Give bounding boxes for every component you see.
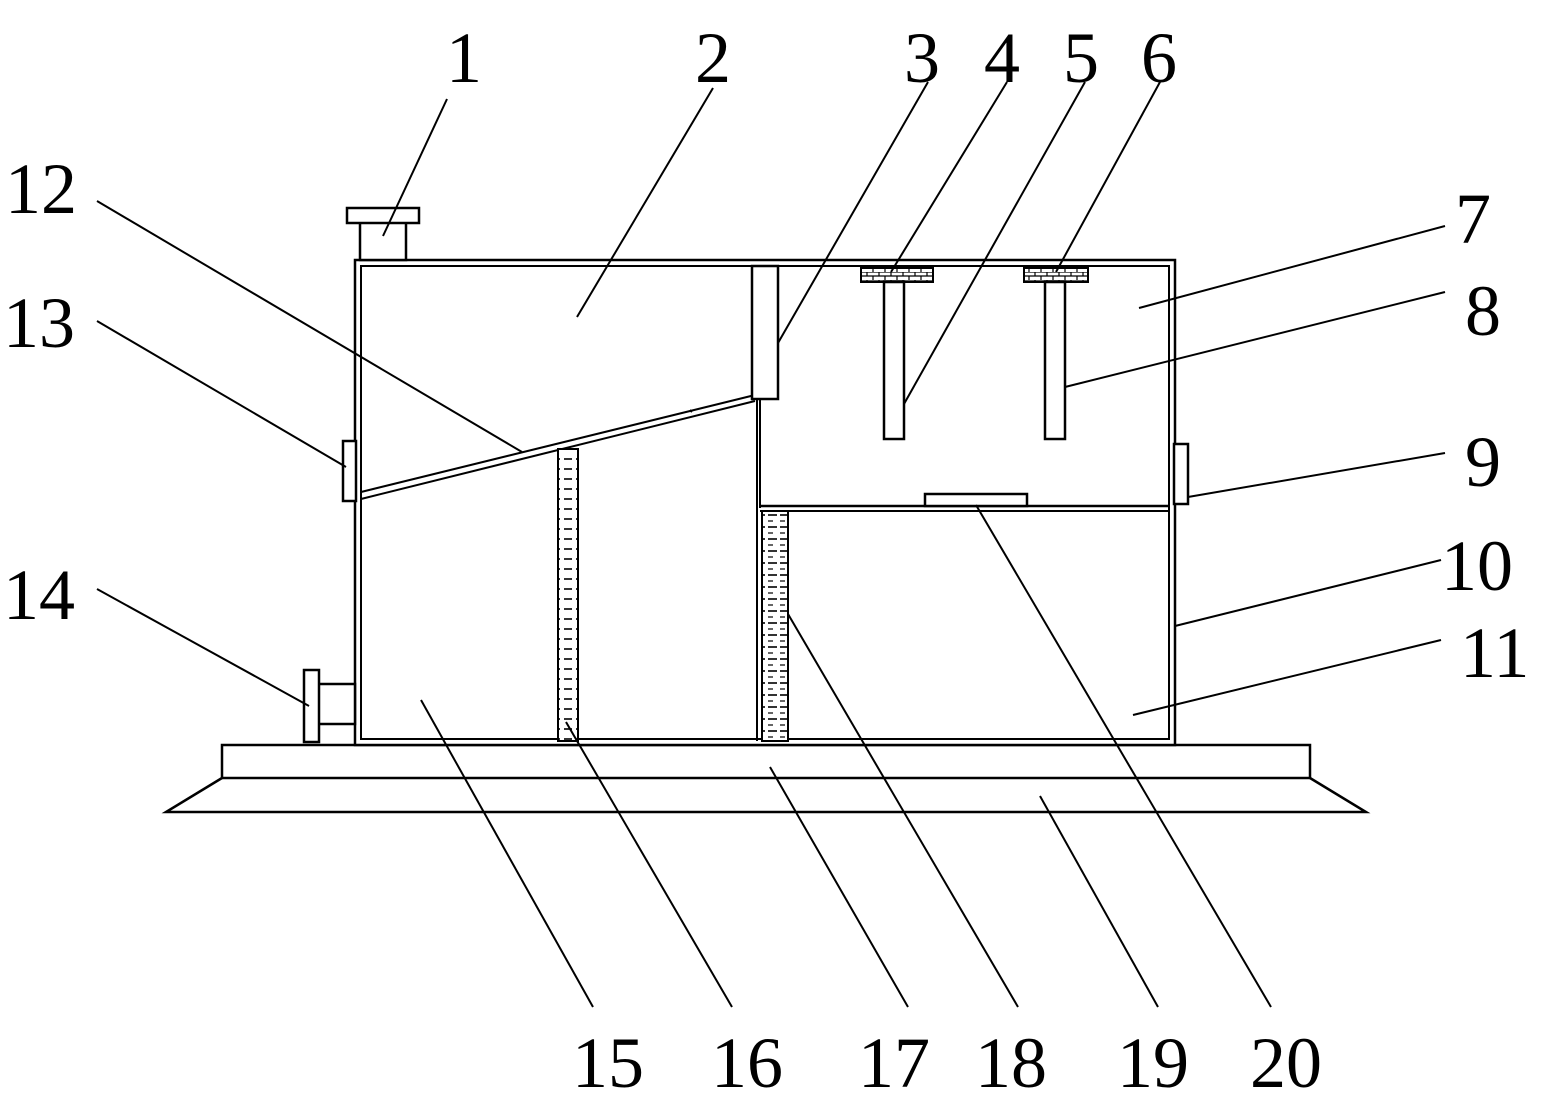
left-clamp — [341, 439, 358, 503]
callout-3: 3 — [904, 18, 940, 98]
callout-18: 18 — [975, 1023, 1047, 1102]
vertical-baffle — [750, 264, 780, 741]
outlet-pipe — [302, 668, 357, 744]
callout-2: 2 — [695, 18, 731, 98]
callout-17: 17 — [858, 1023, 930, 1102]
callout-1: 1 — [446, 18, 482, 98]
callout-10: 10 — [1441, 526, 1513, 606]
callout-7: 7 — [1455, 179, 1491, 259]
callout-9: 9 — [1465, 422, 1501, 502]
callout-5: 5 — [1063, 18, 1099, 98]
callout-20: 20 — [1250, 1023, 1322, 1102]
chamber-divider — [760, 492, 1169, 512]
leader-lines — [96, 81, 1446, 1008]
callout-13: 13 — [3, 283, 75, 363]
callout-15: 15 — [572, 1023, 644, 1102]
callout-6: 6 — [1141, 18, 1177, 98]
callout-19: 19 — [1117, 1023, 1189, 1102]
callout-11: 11 — [1460, 613, 1529, 693]
base-plate — [220, 743, 1312, 780]
scale-left — [557, 448, 579, 742]
callout-12: 12 — [5, 149, 77, 229]
callout-8: 8 — [1465, 271, 1501, 351]
hanger-left — [860, 267, 934, 441]
drain-plate — [923, 492, 1029, 508]
callout-4: 4 — [984, 18, 1020, 98]
hanger-right — [1023, 267, 1089, 441]
base-foot — [161, 776, 1371, 814]
callout-14: 14 — [3, 555, 75, 635]
callout-labels: 1 2 3 4 5 6 7 8 9 10 11 12 13 14 15 16 1… — [3, 18, 1529, 1102]
right-clamp — [1172, 442, 1190, 506]
inlet-pipe — [345, 206, 421, 262]
callout-16: 16 — [711, 1023, 783, 1102]
scale-right — [761, 510, 789, 742]
